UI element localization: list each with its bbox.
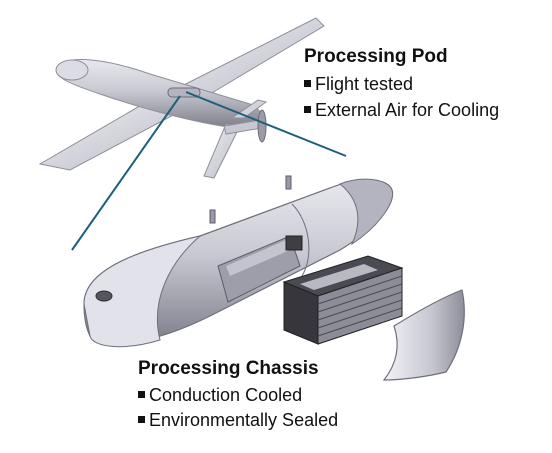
- bullet-square-icon: [304, 105, 311, 113]
- callout-line-top: [185, 91, 347, 157]
- pod-title: Processing Pod: [304, 46, 448, 67]
- callout-line-bottom: [71, 95, 181, 251]
- processing-chassis-unit: [282, 255, 404, 345]
- exploded-pod: [83, 175, 394, 348]
- pod-bullet-1: Flight tested: [304, 74, 413, 95]
- pod-bullet-2: External Air for Cooling: [304, 100, 499, 121]
- chassis-bullet-1: Conduction Cooled: [138, 385, 302, 406]
- bullet-square-icon: [138, 415, 145, 423]
- chassis-title: Processing Chassis: [138, 358, 319, 379]
- bullet-square-icon: [304, 79, 311, 87]
- chassis-bullet-2: Environmentally Sealed: [138, 410, 338, 431]
- bullet-square-icon: [138, 390, 145, 398]
- drone-propeller: [257, 109, 267, 143]
- drone-aircraft: [38, 17, 325, 179]
- cover-panel: [382, 289, 465, 381]
